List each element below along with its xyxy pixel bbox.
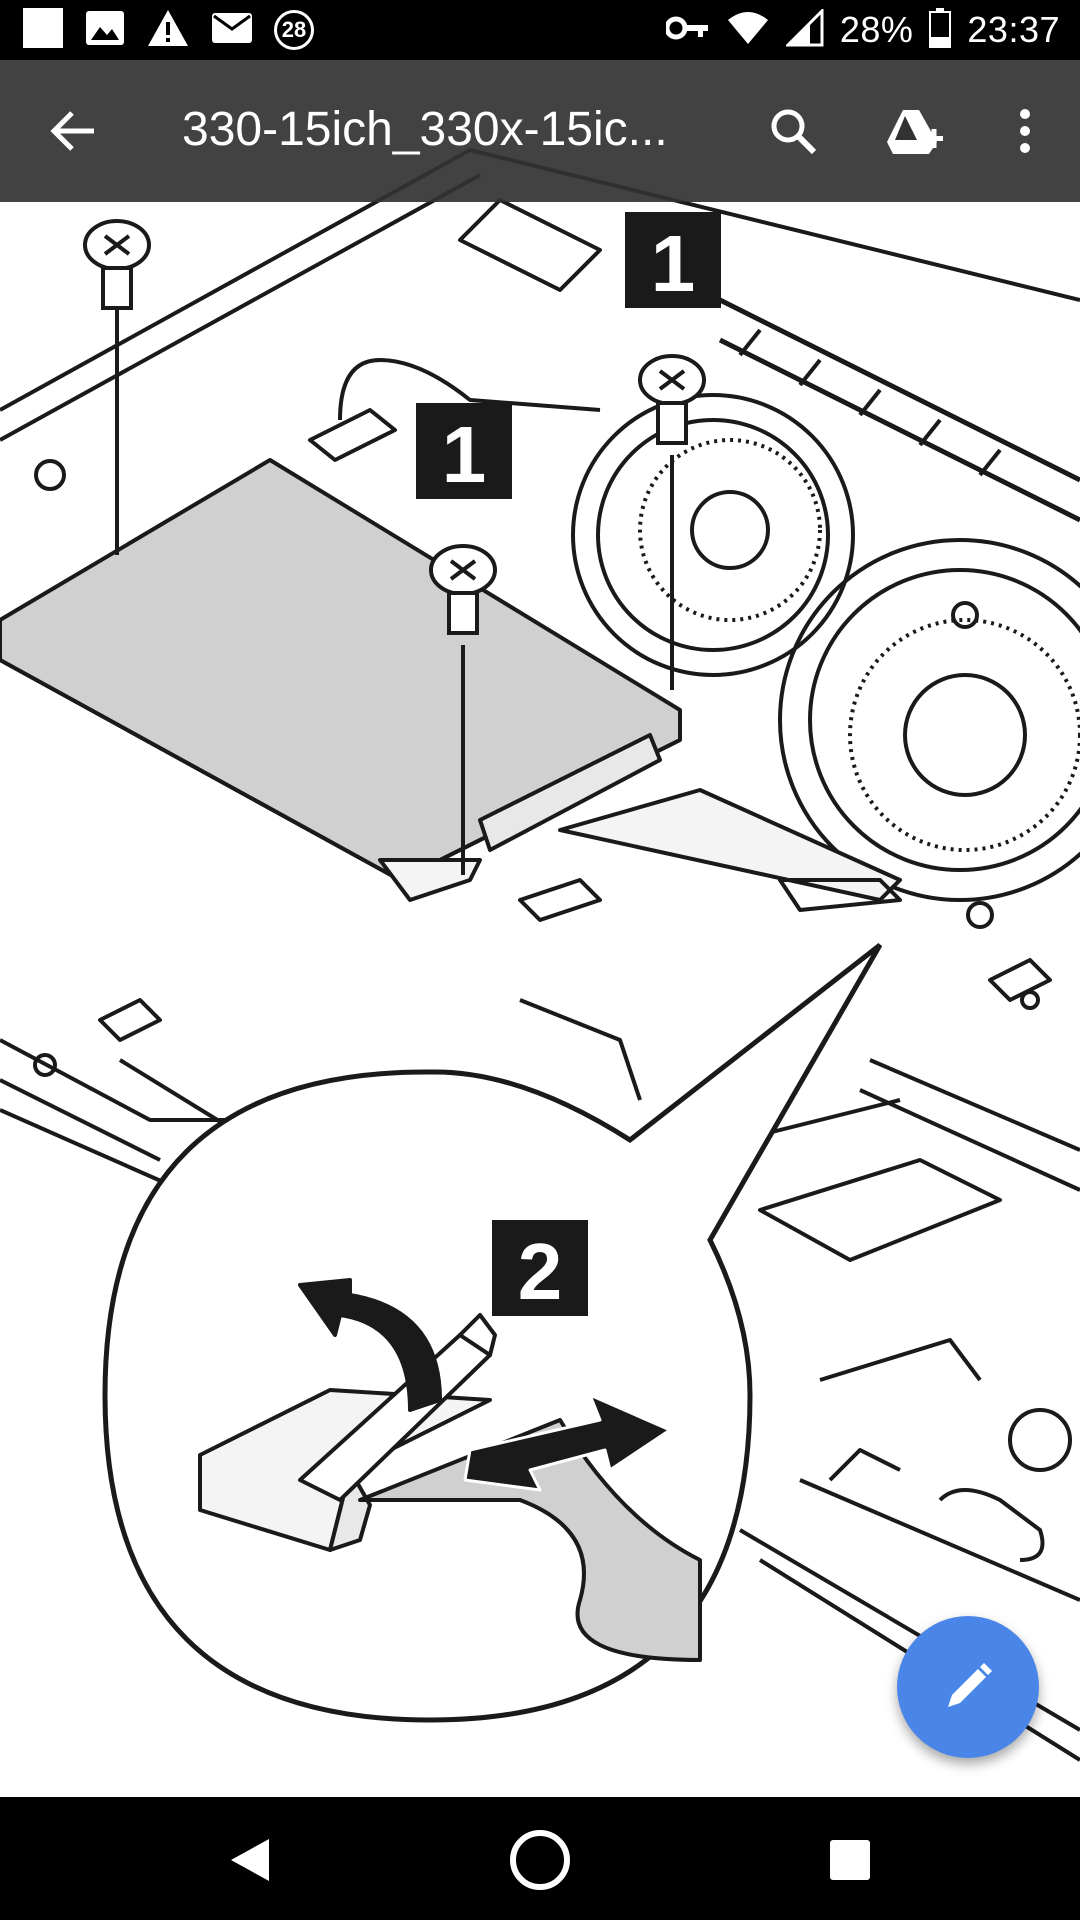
step-label-1a: 1 (651, 219, 696, 308)
arrow-back-icon (50, 111, 94, 151)
key-icon (664, 13, 710, 48)
pencil-icon (948, 1663, 992, 1707)
nav-home-button[interactable] (505, 1825, 575, 1895)
screw-icon (83, 219, 151, 310)
drive-add-icon (887, 110, 943, 154)
more-options-button[interactable] (990, 96, 1060, 166)
status-bar: 28 28% 23:37 (0, 0, 1080, 60)
search-icon (771, 109, 817, 155)
step-label-1b: 1 (442, 410, 487, 499)
signal-icon (784, 6, 824, 52)
battery-icon (929, 7, 952, 53)
edit-fab[interactable] (897, 1616, 1039, 1758)
app-notification-icon (22, 7, 64, 54)
more-vert-icon (1020, 109, 1030, 153)
back-triangle-icon (231, 1839, 269, 1881)
home-circle-icon (510, 1830, 570, 1890)
repair-illustration: 1 1 2 (0, 148, 1080, 1762)
document-title: 330-15ich_330x-15ic... (182, 103, 668, 156)
wifi-icon (726, 10, 770, 51)
app-bar: 330-15ich_330x-15ic... (0, 60, 1080, 202)
document-page[interactable]: 1 1 2 (0, 60, 1080, 1797)
recents-square-icon (830, 1840, 870, 1880)
clock: 23:37 (967, 9, 1060, 50)
back-button[interactable] (38, 96, 108, 166)
nav-back-button[interactable] (215, 1825, 285, 1895)
notification-count-badge: 28 (274, 10, 314, 50)
search-button[interactable] (758, 96, 828, 166)
battery-percent: 28% (839, 9, 914, 50)
navigation-bar (0, 1797, 1080, 1920)
mail-icon (210, 7, 254, 54)
step-label-2: 2 (518, 1227, 563, 1316)
add-to-drive-button[interactable] (880, 96, 950, 166)
image-icon (84, 7, 126, 54)
nav-recents-button[interactable] (815, 1825, 885, 1895)
warning-icon (146, 7, 190, 54)
